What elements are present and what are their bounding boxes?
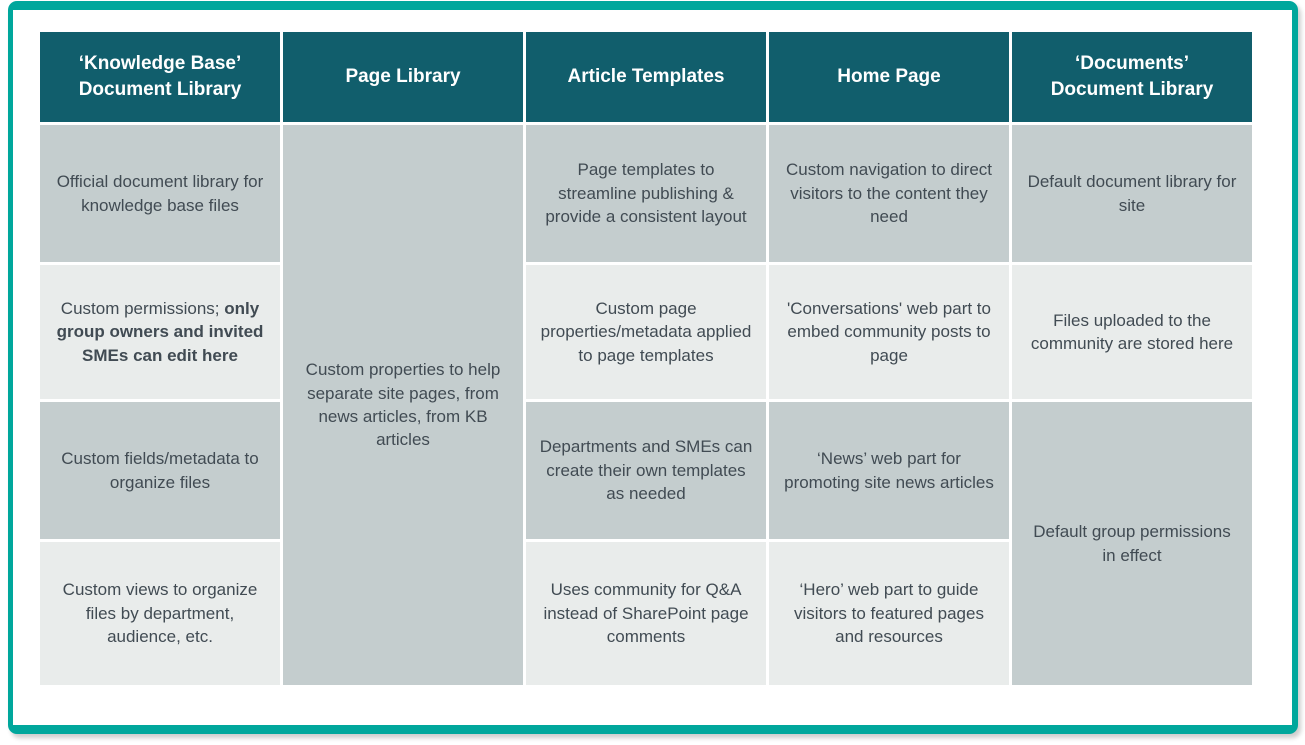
cell-article-templates-row3: Departments and SMEs can create their ow… [526,402,766,539]
cell-documents-row1: Default document library for site [1012,125,1252,262]
cell-home-page-row2: 'Conversations' web part to embed commun… [769,265,1009,399]
header-knowledge-base-library: ‘Knowledge Base’ Document Library [40,32,280,122]
cell-text: Departments and SMEs can create their ow… [539,437,753,504]
cell-home-page-row3: ‘News’ web part for promoting site news … [769,402,1009,539]
cell-text: Default document library for site [1027,172,1237,215]
cell-text: Custom properties to help separate site … [305,360,501,450]
cell-knowledge-base-row2: Custom permissions; only group owners an… [40,265,280,399]
cell-article-templates-row1: Page templates to streamline publishing … [526,125,766,262]
cell-text: Custom navigation to direct visitors to … [786,160,992,227]
header-label: Home Page [837,66,941,88]
cell-text: Official document library for knowledge … [56,172,264,215]
cell-text: Files uploaded to the community are stor… [1030,310,1234,353]
cell-home-page-row4: ‘Hero’ web part to guide visitors to fea… [769,542,1009,685]
cell-knowledge-base-row1: Official document library for knowledge … [40,125,280,262]
cell-text: Page templates to streamline publishing … [545,160,747,227]
cell-text: Custom permissions; only group owners an… [53,297,267,367]
cell-article-templates-row2: Custom page properties/metadata applied … [526,265,766,399]
cell-text: Default group permissions in effect [1033,522,1231,565]
cell-text-bold: only group owners and invited SMEs can e… [56,298,264,365]
cell-text: Custom views to organize files by depart… [62,580,258,647]
header-label: Article Templates [567,66,725,88]
cell-documents-row2: Files uploaded to the community are stor… [1012,265,1252,399]
header-label: ‘Documents’ Document Library [1050,53,1214,100]
header-label: Page Library [345,66,461,88]
header-page-library: Page Library [283,32,523,122]
cell-text: ‘News’ web part for promoting site news … [784,449,994,492]
comparison-table: ‘Knowledge Base’ Document Library Page L… [40,32,1252,685]
cell-text: Uses community for Q&A instead of ShareP… [543,580,749,647]
cell-documents-merged-row3-4: Default group permissions in effect [1012,402,1252,685]
cell-home-page-row1: Custom navigation to direct visitors to … [769,125,1009,262]
cell-article-templates-row4: Uses community for Q&A instead of ShareP… [526,542,766,685]
cell-text: Custom fields/metadata to organize files [61,449,259,492]
header-article-templates: Article Templates [526,32,766,122]
cell-text: Custom page properties/metadata applied … [540,298,752,365]
cell-text-normal: Custom permissions; [60,298,225,318]
cell-knowledge-base-row3: Custom fields/metadata to organize files [40,402,280,539]
cell-page-library-merged: Custom properties to help separate site … [283,125,523,685]
cell-text: ‘Hero’ web part to guide visitors to fea… [794,580,984,647]
header-documents-library: ‘Documents’ Document Library [1012,32,1252,122]
header-label: ‘Knowledge Base’ Document Library [78,53,242,100]
cell-text: 'Conversations' web part to embed commun… [787,298,991,365]
cell-knowledge-base-row4: Custom views to organize files by depart… [40,542,280,685]
header-home-page: Home Page [769,32,1009,122]
